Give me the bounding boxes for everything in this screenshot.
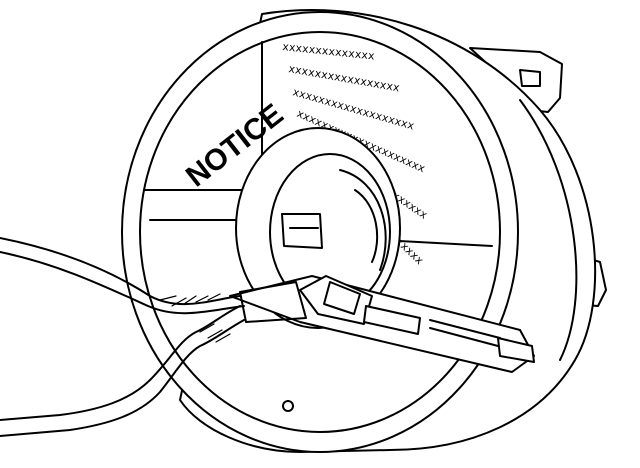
connector-tool <box>229 275 535 373</box>
wire-harness <box>0 237 245 437</box>
central-bore <box>235 127 401 329</box>
alignment-hole <box>282 400 294 412</box>
